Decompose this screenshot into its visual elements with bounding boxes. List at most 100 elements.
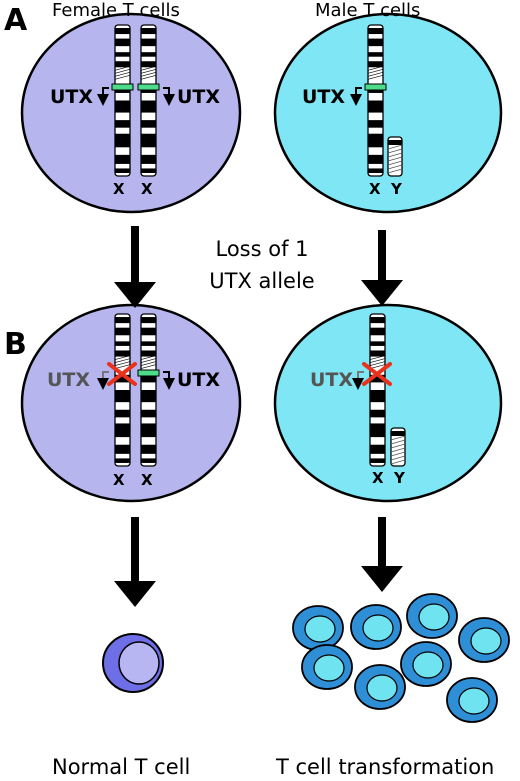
- female-b-arrow-left: [97, 371, 109, 390]
- male-a-x-band: [368, 100, 383, 113]
- female-b-x2-hatch: [140, 361, 157, 366]
- male-a-x-hatch: [367, 66, 384, 71]
- female-b-utx-right: UTX: [177, 369, 221, 391]
- male-b-utx: UTX: [310, 369, 354, 391]
- arrow-male-a-b-shaft: [378, 230, 386, 284]
- female-b-x2-hatch: [140, 364, 157, 369]
- male-b-x-band: [370, 317, 385, 324]
- female-a-x1-label: X: [113, 180, 125, 198]
- female-b-x1-band: [115, 350, 130, 357]
- female-a-gene-x1: [111, 83, 134, 91]
- male-a-x-band: [368, 52, 383, 57]
- arrow-male-b-outcome-head: [361, 566, 403, 592]
- female-b-x1-band: [115, 327, 130, 336]
- female-a-utx-right: UTX: [177, 86, 221, 108]
- female-b-x1-hatch: [114, 358, 131, 363]
- female-cell-a: [20, 12, 242, 214]
- male-b-x-band: [370, 409, 385, 418]
- male-b-x-hatch: [369, 361, 386, 366]
- male-b-arrow: [352, 371, 364, 390]
- transformed-cell-nucleus: [366, 674, 398, 702]
- female-a-x2-band: [141, 61, 156, 68]
- female-a-x1-band: [115, 61, 130, 68]
- female-a-x1-band: [115, 120, 130, 128]
- male-a-y-hatch: [387, 156, 403, 162]
- female-b-x2-band: [141, 317, 156, 324]
- male-a-y-hatch: [387, 152, 403, 158]
- male-b-x-band: [370, 374, 385, 383]
- male-b-x-band: [370, 423, 385, 438]
- male-a-utx: UTX: [302, 86, 346, 108]
- female-b-x2-band: [141, 374, 156, 383]
- male-a-x-band: [368, 154, 383, 164]
- normal-t-cell-nucleus: [118, 641, 160, 685]
- male-a-x-band: [368, 120, 383, 128]
- female-b-arrow-right: [163, 371, 175, 390]
- female-b-x1-band: [115, 423, 130, 438]
- male-b-deletion-mark-b: [362, 362, 392, 386]
- transformed-cell-nucleus: [470, 627, 502, 655]
- female-b-utx-left: UTX: [47, 369, 91, 391]
- male-a-x-band: [368, 168, 383, 173]
- arrow-female-b-outcome-shaft: [131, 517, 139, 585]
- female-b-x1-band: [115, 341, 130, 346]
- arrow-male-a-b-head: [361, 280, 403, 306]
- transformed-cell-nucleus: [418, 603, 450, 631]
- female-b-x2-hatch: [140, 358, 157, 363]
- female-b-x2-band: [141, 390, 156, 403]
- male-a-y-hatch: [387, 168, 403, 174]
- female-a-gene-x2: [137, 83, 160, 91]
- male-b-x-hatch: [369, 355, 386, 360]
- female-a-x1-band: [115, 154, 130, 164]
- arrow-female-a-b-shaft: [131, 226, 139, 286]
- male-b-y-hatch: [390, 435, 406, 441]
- female-a-x1-hatch: [114, 75, 131, 80]
- male-b-y-body: [390, 427, 406, 467]
- female-b-x2-band: [141, 458, 156, 463]
- male-b-y-hatch: [390, 451, 406, 457]
- transformed-cell-nucleus: [313, 654, 345, 682]
- female-b-x1-hatch: [114, 355, 131, 360]
- panel-b-letter: B: [4, 327, 27, 362]
- female-cell-b: [20, 303, 242, 503]
- female-a-x2-band: [141, 168, 156, 173]
- female-a-x1-hatch: [114, 66, 131, 71]
- female-a-x2-band: [141, 120, 156, 128]
- male-b-x-label: X: [372, 469, 384, 487]
- female-a-x2-band: [141, 133, 156, 148]
- female-b-x2-band: [141, 341, 156, 346]
- male-a-y-hatch: [387, 148, 403, 154]
- female-a-x1-band: [115, 38, 130, 47]
- female-b-x2-hatch: [140, 355, 157, 360]
- male-a-x-hatch: [367, 75, 384, 80]
- female-a-x2-band: [141, 100, 156, 113]
- male-a-x-band: [368, 38, 383, 47]
- outcome-female: Normal T cell: [52, 755, 191, 779]
- male-b-y-hatch: [390, 459, 406, 465]
- male-b-x-band: [370, 458, 385, 463]
- male-a-gene: [364, 83, 387, 91]
- arrow-male-b-outcome-shaft: [378, 517, 386, 570]
- male-a-x-band: [368, 61, 383, 68]
- female-a-utx-left: UTX: [50, 86, 94, 108]
- female-a-x1-band: [115, 28, 130, 35]
- female-a-x2-hatch: [140, 75, 157, 80]
- female-a-x1-hatch: [114, 72, 131, 77]
- male-a-arrow: [350, 87, 362, 106]
- middle-line-1: Loss of 1: [215, 237, 309, 261]
- male-b-y-hatch: [390, 455, 406, 461]
- transformed-cell-nucleus: [458, 687, 490, 715]
- female-b-x1-hatch: [114, 364, 131, 369]
- female-b-x1-band: [115, 444, 130, 454]
- female-a-x2-band: [141, 28, 156, 35]
- female-b-x2-band: [141, 350, 156, 357]
- female-a-x2-hatch: [140, 66, 157, 71]
- male-a-y-hatch: [387, 164, 403, 170]
- female-a-x1-band: [115, 168, 130, 173]
- male-cell-b: [273, 303, 503, 503]
- male-b-y-hatch: [390, 443, 406, 449]
- panel-a-letter: A: [4, 3, 28, 38]
- male-b-y-label: Y: [394, 469, 405, 487]
- female-b-x2-band: [141, 423, 156, 438]
